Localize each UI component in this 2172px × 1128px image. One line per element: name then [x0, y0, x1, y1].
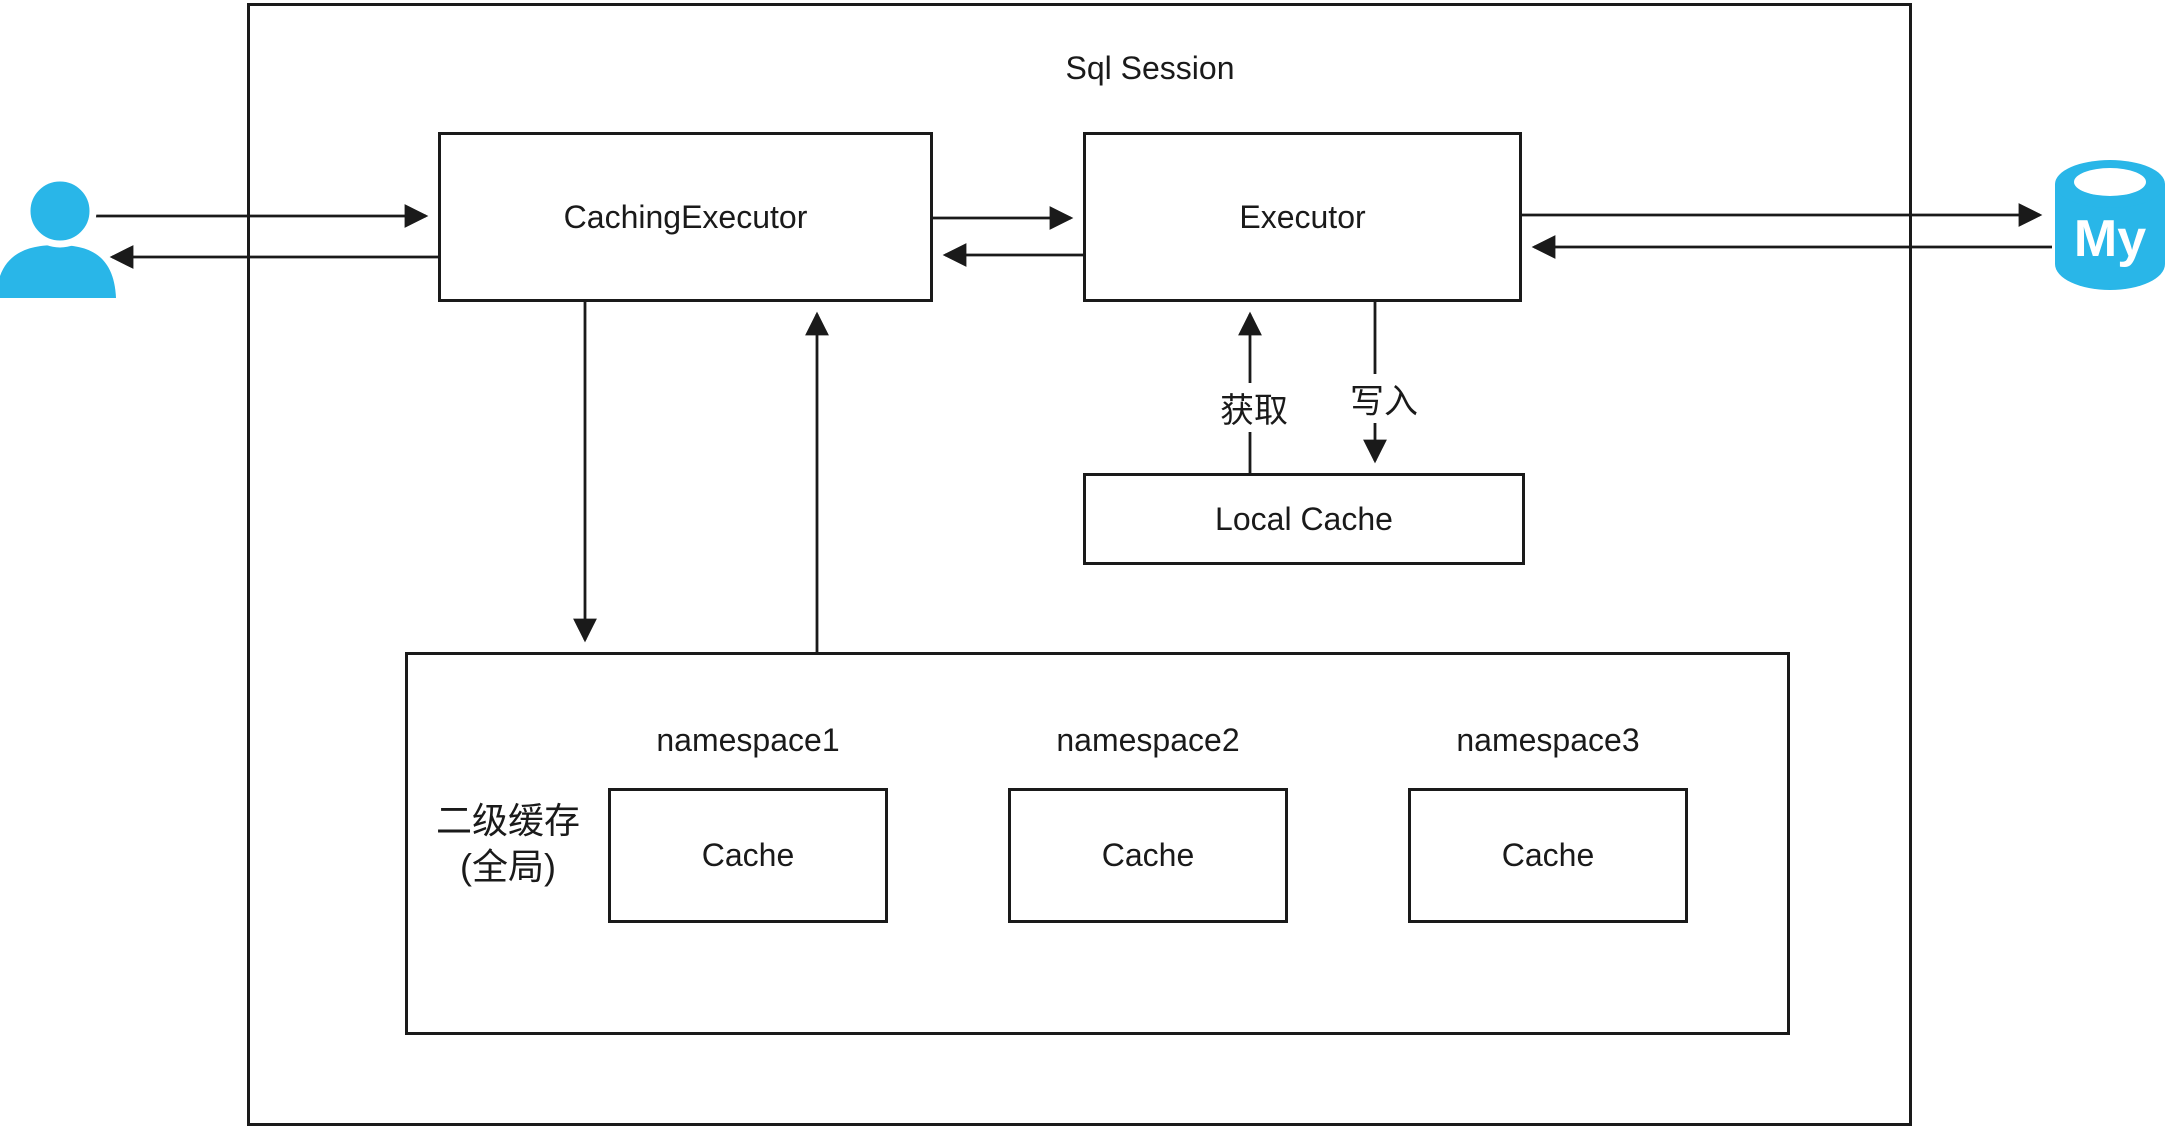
namespace2-cache-label: Cache	[1101, 837, 1195, 873]
namespace2-cache-box: Cache	[1008, 788, 1288, 923]
local-cache-box: Local Cache	[1083, 473, 1525, 565]
executor-box: Executor	[1083, 132, 1522, 302]
namespace2-label: namespace2	[1056, 722, 1240, 758]
write-arrow-label: 写入	[1326, 374, 1442, 423]
namespace1-label: namespace1	[656, 722, 840, 758]
second-level-cache-label-line2: (全局)	[460, 846, 556, 887]
namespace1-cache-label: Cache	[701, 837, 795, 873]
executor-label: Executor	[1239, 198, 1366, 235]
namespace1-cache-box: Cache	[608, 788, 888, 923]
mysql-cylinder-body	[2055, 184, 2165, 290]
sql-session-title: Sql Session	[1065, 50, 1235, 86]
sql-session-box	[247, 3, 1912, 1126]
namespace3-label: namespace3	[1456, 722, 1640, 758]
user-icon-head	[23, 174, 97, 248]
second-level-cache-label: 二级缓存 (全局)	[408, 798, 608, 890]
mysql-icon-text: My	[2074, 210, 2146, 268]
get-arrow-label: 获取	[1196, 383, 1312, 432]
mysql-database-icon: My	[2055, 160, 2165, 290]
namespace3-cache-label: Cache	[1501, 837, 1595, 873]
mysql-cylinder-top-hole	[2074, 168, 2146, 196]
namespace3-cache-box: Cache	[1408, 788, 1688, 923]
user-icon	[0, 174, 116, 298]
second-level-cache-label-line1: 二级缓存	[435, 800, 580, 841]
caching-executor-box: CachingExecutor	[438, 132, 933, 302]
caching-executor-label: CachingExecutor	[563, 198, 808, 235]
user-icon-body	[0, 245, 116, 298]
local-cache-label: Local Cache	[1215, 500, 1393, 537]
mysql-cylinder-top	[2055, 160, 2165, 208]
